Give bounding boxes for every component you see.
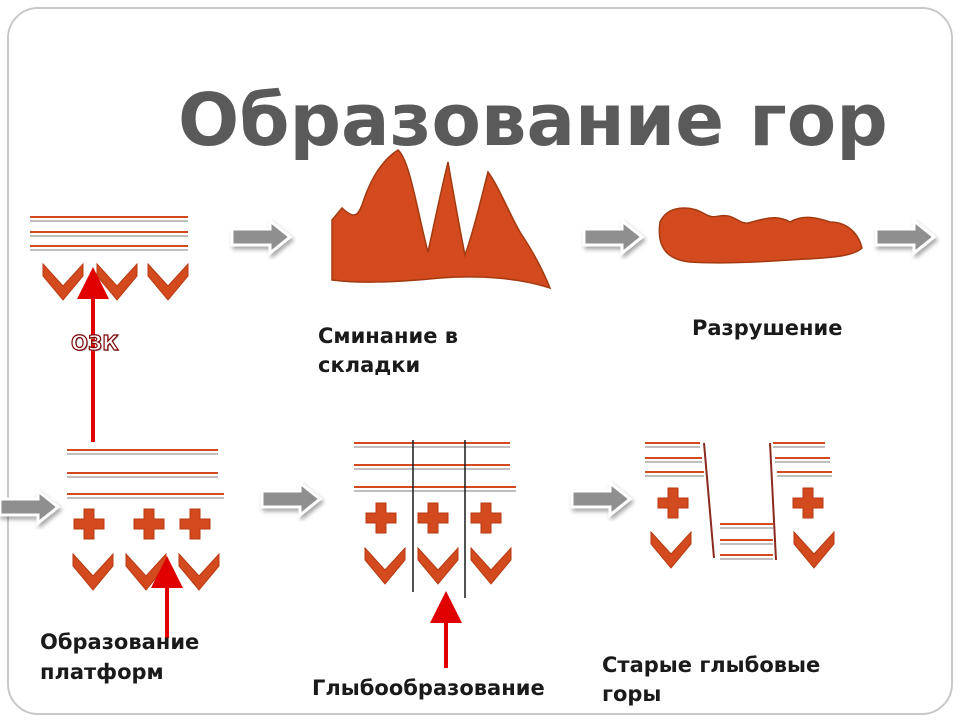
horst-right bbox=[769, 442, 832, 561]
layered-strata-blocks bbox=[354, 442, 516, 492]
block-formation-label: Глыбообразование bbox=[312, 676, 545, 700]
platform-label-line2: платформ bbox=[40, 660, 164, 684]
horst-left bbox=[645, 442, 715, 559]
graben-center bbox=[720, 523, 773, 560]
eroded-mountains-shape bbox=[658, 207, 863, 264]
folding-label-line2: складки bbox=[318, 353, 421, 377]
destruction-label: Разрушение bbox=[692, 316, 843, 340]
page-title: Образование гор bbox=[178, 78, 888, 162]
slide-frame bbox=[7, 7, 953, 715]
old-mountains-label-line2: горы bbox=[602, 682, 662, 706]
old-mountains-label-line1: Старые глыбовые bbox=[602, 653, 821, 677]
folding-label-line1: Сминание в bbox=[318, 324, 459, 348]
platform-label-line1: Образование bbox=[40, 630, 200, 654]
layered-strata-1 bbox=[30, 216, 188, 251]
ozk-label: ОЗК bbox=[70, 330, 119, 355]
folded-mountains-shape bbox=[331, 149, 552, 290]
layered-strata-platform bbox=[67, 449, 224, 499]
